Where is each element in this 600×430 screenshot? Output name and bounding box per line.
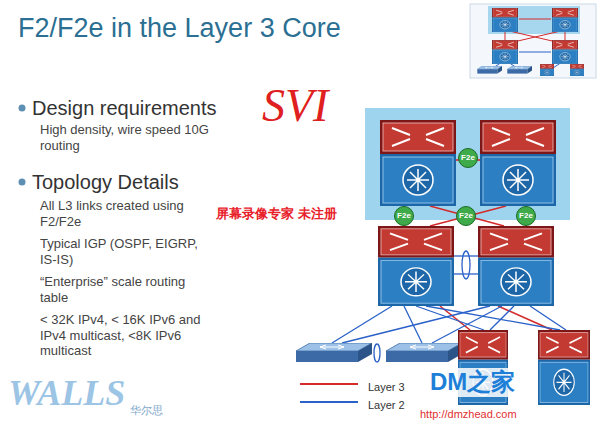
bullet-text: < 32K IPv4, < 16K IPv6 and IPv4 multicas… xyxy=(40,312,212,359)
badge-label: F2e xyxy=(397,212,411,220)
bullet-text: “Enterprise” scale routing table xyxy=(40,274,212,305)
bullet-text: High density, wire speed 10G routing xyxy=(40,122,215,153)
bullet-heading: Design requirements xyxy=(32,96,262,120)
legend-entry: Layer 3 xyxy=(366,376,407,395)
bullet-text: Typical IGP (OSPF, EIGRP, IS-IS) xyxy=(40,236,212,267)
badge-label: F2e xyxy=(461,154,475,162)
badge-label: F2e xyxy=(459,212,473,220)
slide-title: F2/F2e in the Layer 3 Core xyxy=(18,12,341,44)
watermark-url: http://dmzhead.com xyxy=(418,408,519,421)
legend-entry: Layer 2 xyxy=(366,394,407,413)
legend-text: Layer 2 xyxy=(366,399,407,411)
logo-text: 华尔思 xyxy=(130,404,163,417)
bullet-text: All L3 links created using F2/F2e xyxy=(40,198,212,229)
badge-label: F2e xyxy=(519,212,533,220)
watermark: 屏幕录像专家 未注册 xyxy=(216,206,337,222)
link-badge: F2e xyxy=(458,148,478,168)
bullet-heading: Topology Details xyxy=(32,170,262,194)
link-badge: F2e xyxy=(516,206,536,226)
watermark: DM之家 xyxy=(428,368,517,397)
link-badge: F2e xyxy=(456,206,476,226)
legend-text: Layer 3 xyxy=(366,381,407,393)
handwritten-note: SVI xyxy=(262,78,382,133)
link-badge: F2e xyxy=(394,206,414,226)
logo-text: WALLS xyxy=(8,372,125,415)
